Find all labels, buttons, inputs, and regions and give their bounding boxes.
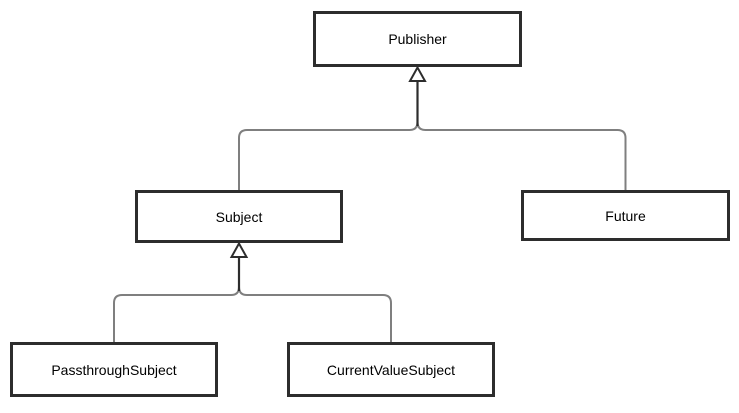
node-passthrough-subject-label: PassthroughSubject xyxy=(51,361,177,378)
node-future-label: Future xyxy=(605,207,646,224)
node-subject-label: Subject xyxy=(215,208,263,225)
node-current-value-subject: CurrentValueSubject xyxy=(287,342,495,397)
edge-currentvalue-to-subject xyxy=(238,256,392,342)
inheritance-arrow-subject-icon xyxy=(229,241,249,258)
inheritance-arrow-publisher-icon xyxy=(408,65,427,82)
node-subject: Subject xyxy=(135,190,343,243)
edge-passthrough-to-subject xyxy=(113,256,240,342)
node-publisher-label: Publisher xyxy=(388,31,447,47)
node-publisher: Publisher xyxy=(313,11,522,67)
edge-future-to-publisher xyxy=(416,80,627,190)
edge-subject-to-publisher xyxy=(238,80,419,190)
node-current-value-subject-label: CurrentValueSubject xyxy=(326,361,456,378)
node-future: Future xyxy=(521,190,730,241)
node-passthrough-subject: PassthroughSubject xyxy=(10,342,218,397)
